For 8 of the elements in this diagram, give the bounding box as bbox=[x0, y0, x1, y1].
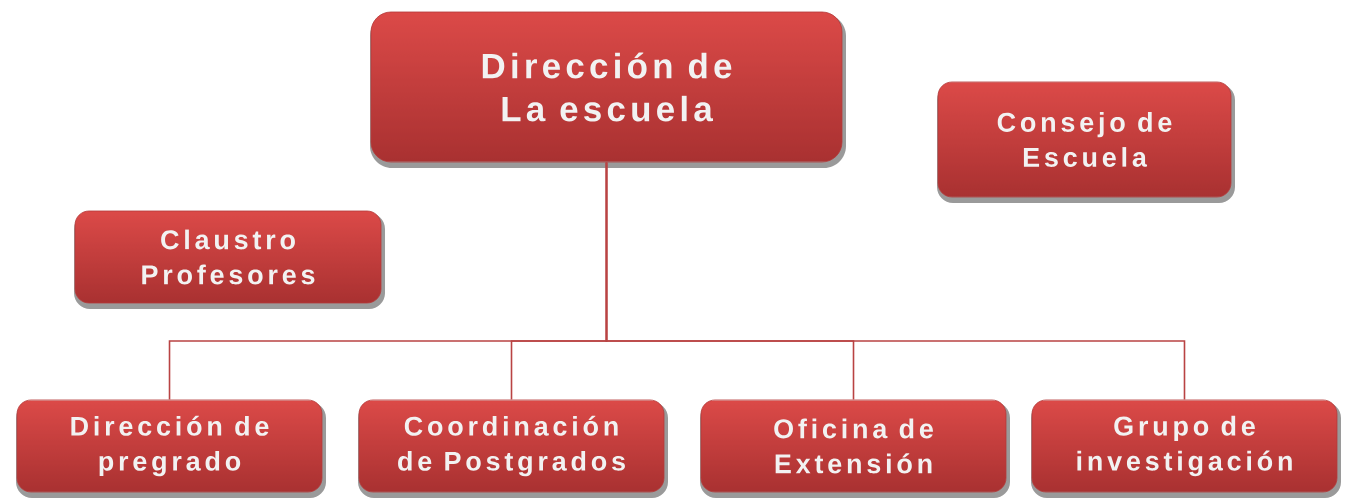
org-box: Dirección de La escuela bbox=[370, 11, 846, 168]
org-box: Coordinación de Postgrados bbox=[358, 399, 668, 498]
org-box: Grupo de investigación bbox=[1031, 399, 1341, 498]
org-box: Consejo de Escuela bbox=[937, 81, 1235, 203]
connector-line bbox=[605, 161, 1186, 401]
org-box: Claustro Profesores bbox=[74, 210, 385, 309]
org-box: Oficina de Extensión bbox=[700, 399, 1010, 498]
org-box: Dirección de pregrado bbox=[16, 399, 326, 498]
